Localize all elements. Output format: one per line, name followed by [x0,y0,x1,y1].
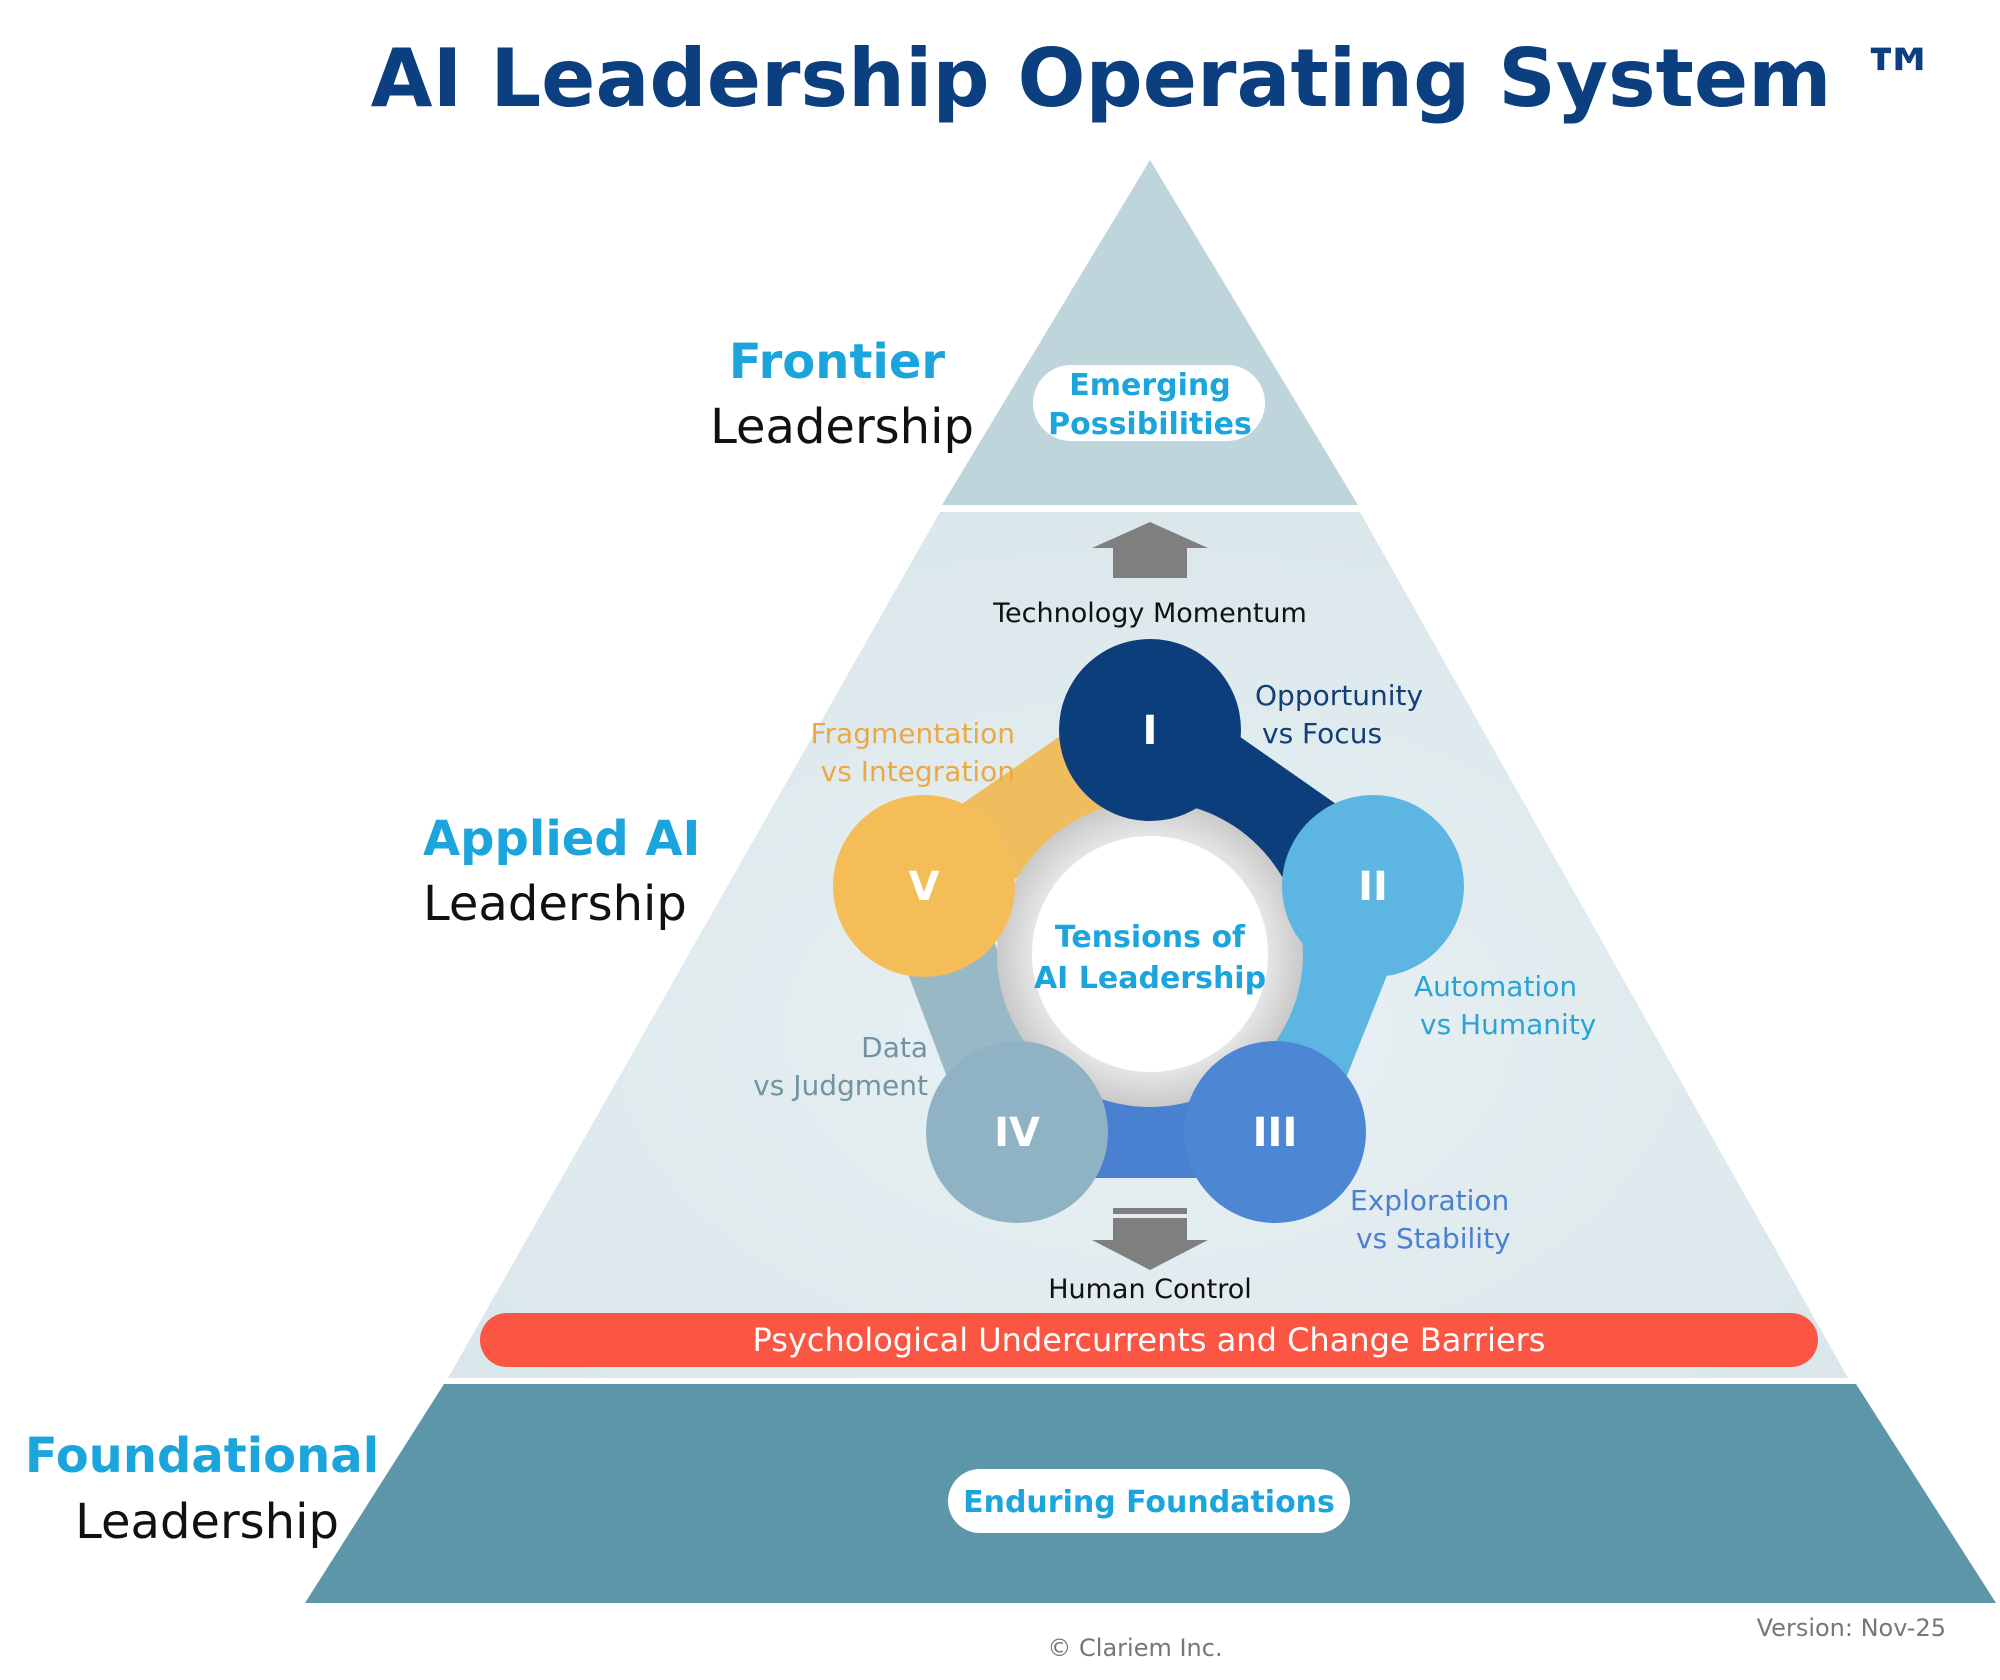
node-iii-numeral: III [1253,1110,1298,1156]
technology-momentum-label: Technology Momentum [992,598,1307,629]
frontier-tier [942,160,1358,505]
node-iii-circle [1184,1041,1366,1223]
tension-label-i: Opportunity vs Focus [1255,679,1423,750]
tension-i-line2: vs Focus [1262,717,1382,750]
node-iv-numeral: IV [994,1110,1040,1156]
tension-v-line1: Fragmentation [810,717,1015,750]
node-ii-numeral: II [1358,864,1388,910]
down-arrow-icon [1092,1208,1208,1270]
copyright-label: © Clariem Inc. [1047,1634,1222,1662]
applied-ai-label: Applied AI [423,811,700,867]
tension-i-line1: Opportunity [1255,679,1423,712]
node-i: I [1059,639,1241,821]
emerging-possibilities-pill [1033,365,1265,441]
node-iii: III [1184,1041,1366,1223]
node-iv-circle [926,1041,1108,1223]
center-label-line1: Tensions of [1055,920,1246,955]
tension-iv-line2: vs Judgment [753,1069,928,1102]
tension-iv-line1: Data [861,1031,928,1064]
tension-ii-line2: vs Humanity [1420,1008,1596,1041]
tension-iii-line1: Exploration [1350,1184,1509,1217]
frontier-sub-label: Leadership [710,399,974,455]
version-label: Version: Nov-25 [1757,1614,1946,1642]
tension-label-iv: Data vs Judgment [753,1031,928,1102]
human-control-label: Human Control [1048,1274,1252,1305]
foundational-label: Foundational [25,1428,379,1484]
barrier-bar [480,1313,1818,1367]
enduring-foundations-pill [948,1469,1350,1533]
node-i-numeral: I [1143,708,1158,754]
applied-ai-sub-label: Leadership [423,876,687,932]
node-iv: IV [926,1041,1108,1223]
page-title: AI Leadership Operating System ™ [371,32,1940,125]
frontier-label: Frontier [729,334,945,390]
center-circle [1032,836,1268,1072]
center-label-line2: AI Leadership [1034,961,1266,996]
node-i-circle [1059,639,1241,821]
node-ii-circle [1282,795,1464,977]
tension-label-v: Fragmentation vs Integration [810,717,1015,788]
tension-ii-line1: Automation [1414,970,1577,1003]
foundational-sub-label: Leadership [75,1494,339,1550]
node-ii: II [1282,795,1464,977]
emerging-possibilities-line1: Emerging [1069,368,1230,403]
tension-iii-line2: vs Stability [1356,1222,1511,1255]
barrier-bar-label: Psychological Undercurrents and Change B… [753,1321,1546,1359]
tension-label-ii: Automation vs Humanity [1414,970,1596,1041]
node-v: V [833,795,1015,977]
enduring-foundations-label: Enduring Foundations [963,1485,1335,1520]
tension-v-line2: vs Integration [821,755,1015,788]
node-v-circle [833,795,1015,977]
tension-label-iii: Exploration vs Stability [1350,1184,1511,1255]
node-v-numeral: V [909,864,940,910]
up-arrow-icon [1092,522,1208,578]
emerging-possibilities-line2: Possibilities [1048,407,1252,442]
